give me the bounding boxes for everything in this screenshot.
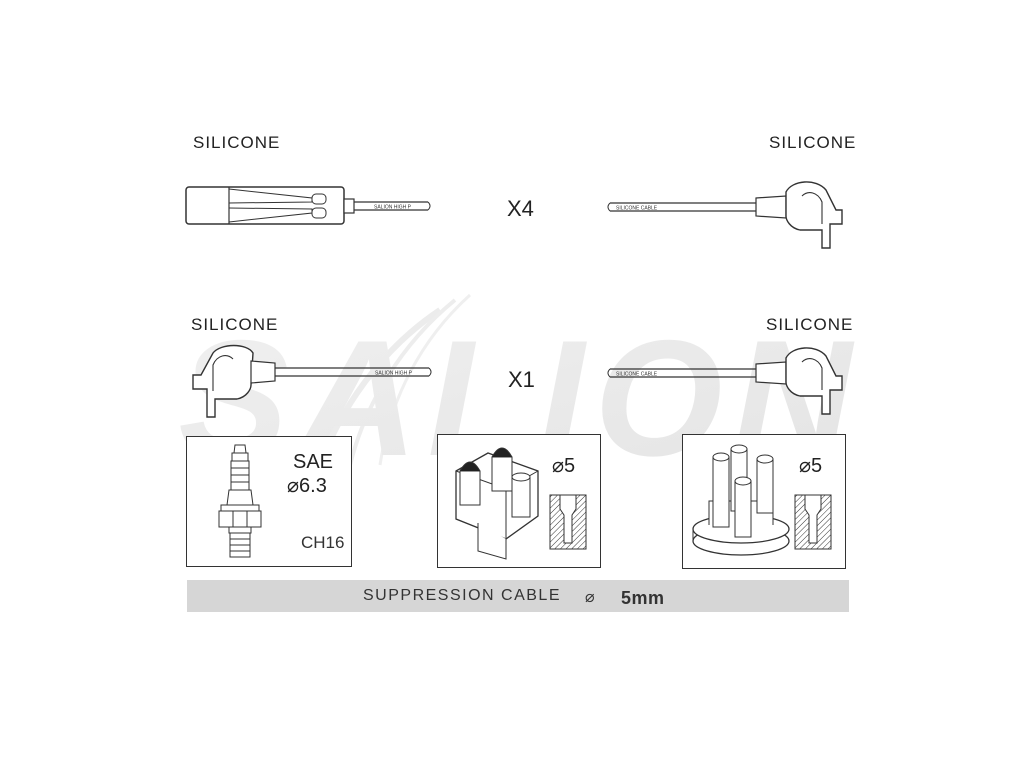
distributor-cap-icon-2 <box>692 444 790 556</box>
left-cable-print-1: SALION HIGH P <box>374 205 412 211</box>
right-cable-print-1: SILICONE CABLE <box>616 206 658 212</box>
terminal-section-icon-2 <box>794 494 832 550</box>
spark-standard: SAE <box>293 451 334 473</box>
dist2-diameter: 5 <box>811 455 823 477</box>
angled-boot-cable-2: SALION HIGH P <box>192 344 432 418</box>
spark-plug-panel: SAE ⌀6.3 CH16 <box>186 436 352 567</box>
dist1-diameter: 5 <box>564 455 576 477</box>
angled-boot-cable-3: SILICONE CABLE <box>607 347 843 415</box>
footer-diameter: 5mm <box>621 588 665 608</box>
row2-right-label: SILICONE <box>766 315 854 334</box>
left-cable-print-2: SALION HIGH P <box>375 371 413 377</box>
row1-multiplier: X4 <box>507 196 534 221</box>
spark-diameter: 6.3 <box>299 475 327 497</box>
row2-multiplier: X1 <box>508 367 535 392</box>
row2-left-label: SILICONE <box>191 315 279 334</box>
straight-boot-cable: SALION HIGH P <box>185 186 431 225</box>
spark-plug-icon <box>218 444 262 558</box>
suppression-cable-bar: SUPPRESSION CABLE ⌀ 5mm <box>187 580 849 612</box>
diameter-icon: ⌀ <box>287 475 300 497</box>
distributor-cap-panel-1: ⌀5 <box>437 434 601 568</box>
terminal-section-icon-1 <box>549 494 587 550</box>
spark-hex: CH16 <box>301 533 345 552</box>
diameter-icon: ⌀ <box>552 455 565 477</box>
row1-right-label: SILICONE <box>769 133 857 152</box>
diameter-icon: ⌀ <box>799 455 812 477</box>
distributor-cap-icon-1 <box>455 447 539 560</box>
row1-left-label: SILICONE <box>193 133 281 152</box>
diameter-icon: ⌀ <box>585 589 597 606</box>
distributor-cap-panel-2: ⌀5 <box>682 434 846 569</box>
footer-text: SUPPRESSION CABLE <box>363 587 561 604</box>
right-cable-print-2: SILICONE CABLE <box>616 372 658 378</box>
angled-boot-cable-1: SILICONE CABLE <box>607 181 843 249</box>
